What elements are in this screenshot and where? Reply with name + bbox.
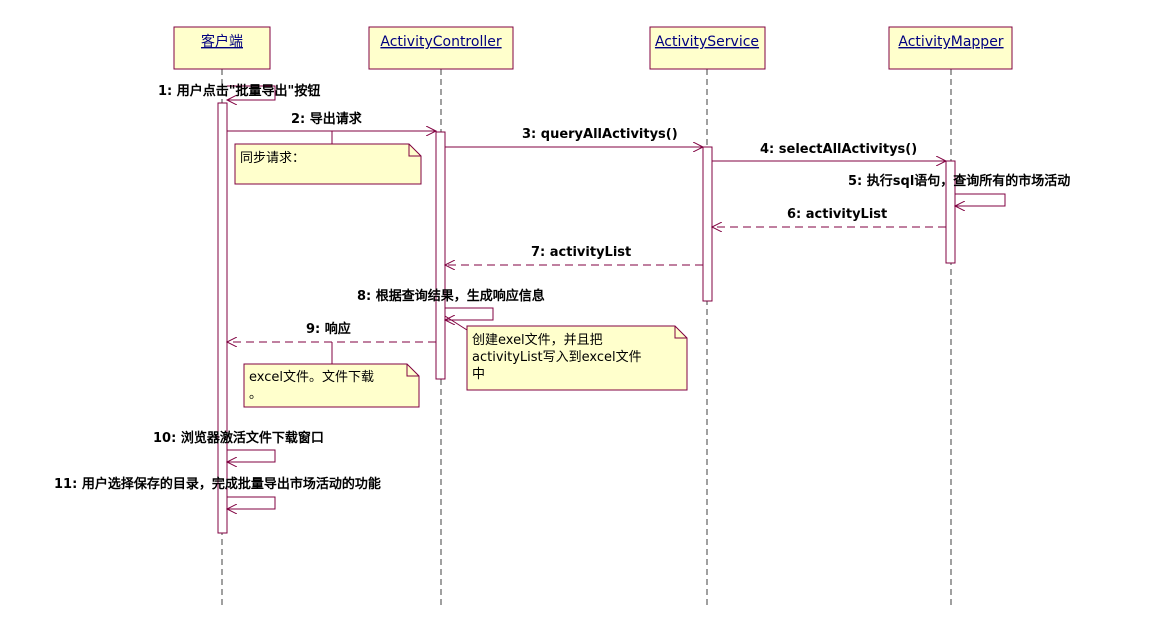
message-label-11: 11: 用户选择保存的目录，完成批量导出市场活动的功能 <box>54 476 381 492</box>
activation-bar-service <box>702 146 713 302</box>
message-arrow-5 <box>955 193 1006 206</box>
message-label-6: 6: activityList <box>787 207 887 222</box>
activation-bar-mapper <box>945 160 956 264</box>
participant-box-mapper <box>888 26 1013 70</box>
message-arrow-1 <box>227 85 276 100</box>
note-sync-fold <box>408 144 421 157</box>
participant-label-client: 客户端 <box>201 33 243 50</box>
activation-bar-client <box>217 102 228 534</box>
message-label-7: 7: activityList <box>531 245 631 260</box>
note-create-excel-line-3: 中 <box>472 367 485 382</box>
message-label-10: 10: 浏览器激活文件下载窗口 <box>153 430 324 446</box>
note-excel-download-line-1: excel文件。文件下载 <box>249 370 374 385</box>
note-excel-download-line-2: 。 <box>249 387 262 402</box>
participant-label-service: ActivityService <box>655 34 759 50</box>
message-label-2: 2: 导出请求 <box>291 111 363 127</box>
message-label-1: 1: 用户点击"批量导出"按钮 <box>158 83 320 99</box>
note-excel-download-box <box>243 363 420 408</box>
message-label-4: 4: selectAllActivitys() <box>760 142 917 157</box>
message-arrow-8 <box>445 307 494 320</box>
activation-bar-controller <box>435 131 446 380</box>
note-create-excel-line-2: activityList写入到excel文件 <box>472 350 642 365</box>
note-create-excel-fold <box>674 326 687 339</box>
note-excel-download-fold <box>406 364 419 377</box>
note-sync-line-1: 同步请求： <box>240 151 305 166</box>
message-arrow-11 <box>227 496 276 509</box>
message-label-8: 8: 根据查询结果，生成响应信息 <box>357 288 545 304</box>
note-create-excel-connector <box>444 315 468 331</box>
message-label-3: 3: queryAllActivitys() <box>522 127 678 142</box>
message-label-9: 9: 响应 <box>306 321 351 337</box>
message-label-5: 5: 执行sql语句，查询所有的市场活动 <box>848 173 1070 189</box>
note-create-excel-line-1: 创建exel文件，并且把 <box>472 333 603 348</box>
message-arrow-10 <box>227 449 276 462</box>
note-sync-box <box>234 143 422 185</box>
participant-label-controller: ActivityController <box>380 34 501 50</box>
participant-box-controller <box>368 26 514 70</box>
participant-box-client <box>173 26 271 70</box>
participant-label-mapper: ActivityMapper <box>898 34 1003 50</box>
note-create-excel-box <box>466 325 688 391</box>
participant-box-service <box>649 26 766 70</box>
